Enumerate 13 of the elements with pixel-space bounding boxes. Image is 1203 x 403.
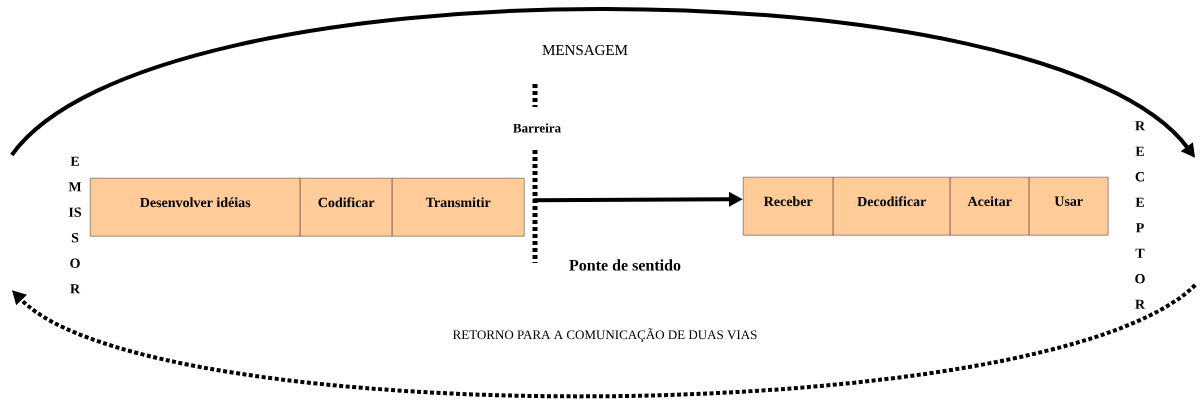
process-cell: Usar (1029, 177, 1109, 236)
process-cell: Decodificar (833, 177, 951, 236)
process-cell: Transmitir (392, 178, 525, 237)
edge-label: RETORNO PARA A COMUNICAÇÃO DE DUAS VIAS (453, 328, 757, 342)
vertical-label: RECEPTOR (1135, 121, 1146, 309)
process-cell: Receber (743, 177, 834, 236)
barrier-label: Barreira (511, 122, 563, 134)
vertical-label: EMISSOR (68, 156, 82, 294)
edge-label: Ponte de sentido (569, 259, 681, 271)
process-cell: Aceitar (950, 177, 1030, 236)
edge-label: MENSAGEM (542, 44, 628, 55)
arrow (12, 283, 1197, 399)
process-cell: Codificar (300, 178, 393, 237)
